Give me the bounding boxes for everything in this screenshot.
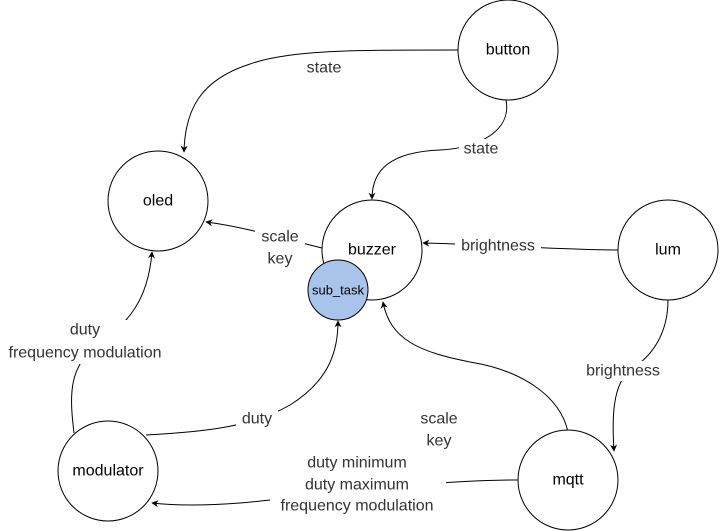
edge-button-oled	[180, 49, 459, 153]
label-buzzer-oled: scale key	[255, 227, 305, 270]
node-lum-label: lum	[655, 242, 681, 259]
label-lum-buzzer-line-1: brightness	[461, 238, 535, 255]
label-modulator-oled: duty frequency modulation	[0, 320, 172, 364]
node-modulator-label: modulator	[72, 463, 144, 480]
label-mqtt-buzzer-line-2: key	[427, 433, 452, 450]
node-button-label: button	[486, 42, 530, 59]
node-oled: oled	[107, 150, 209, 252]
label-buzzer-oled-line-1: scale	[261, 229, 298, 246]
edge-mqtt-buzzer	[380, 301, 569, 433]
node-oled-label: oled	[143, 193, 173, 210]
label-modulator-subtask: duty	[236, 409, 278, 429]
label-modulator-subtask-line-1: duty	[242, 411, 272, 428]
label-lum-buzzer: brightness	[455, 236, 541, 256]
label-mqtt-modulator-line-3: frequency modulation	[281, 498, 434, 515]
label-button-buzzer-line-1: state	[464, 141, 499, 158]
label-button-buzzer: state	[459, 139, 503, 159]
node-button: button	[457, 0, 559, 101]
node-mqtt-label: mqtt	[552, 472, 584, 489]
node-sub-task: sub_task	[307, 259, 369, 321]
node-lum: lum	[617, 199, 719, 301]
label-mqtt-modulator-line-2: duty maximum	[305, 477, 409, 494]
node-sub-task-label: sub_task	[312, 283, 365, 298]
label-lum-mqtt: brightness	[580, 361, 666, 381]
node-mqtt: mqtt	[517, 429, 619, 531]
label-modulator-oled-line-2: frequency modulation	[9, 345, 162, 362]
label-modulator-oled-line-1: duty	[70, 322, 100, 339]
label-button-oled-line-1: state	[307, 60, 342, 77]
label-mqtt-modulator: duty minimum duty maximum frequency modu…	[270, 452, 446, 518]
node-modulator: modulator	[57, 420, 159, 522]
label-mqtt-buzzer-line-1: scale	[420, 411, 457, 428]
label-mqtt-modulator-line-1: duty minimum	[307, 455, 407, 472]
label-lum-mqtt-line-1: brightness	[586, 363, 660, 380]
edge-button-buzzer	[368, 99, 508, 200]
label-buzzer-oled-line-2: key	[268, 251, 293, 268]
node-buzzer-label: buzzer	[348, 242, 397, 259]
label-mqtt-buzzer: scale key	[414, 409, 464, 452]
edge-modulator-subtask	[145, 320, 342, 436]
label-button-oled: state	[302, 58, 346, 78]
